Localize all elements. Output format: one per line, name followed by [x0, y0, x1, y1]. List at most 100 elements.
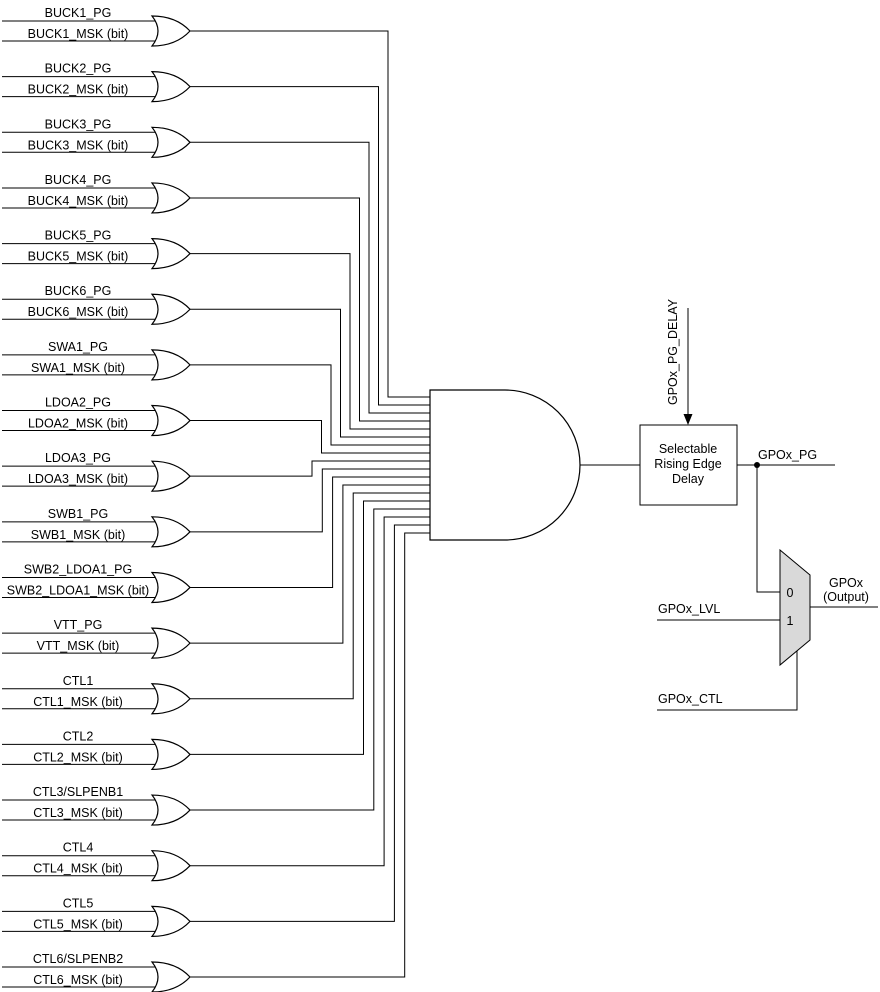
- routing-wire: [190, 460, 430, 477]
- input-label-top: BUCK6_PG: [45, 284, 112, 298]
- or-gate-group: VTT_PG VTT_MSK (bit): [2, 484, 430, 659]
- delay-box-label-line1: Selectable: [659, 442, 717, 456]
- or-gate: [150, 794, 191, 826]
- delay-box-label-line3: Delay: [672, 472, 705, 486]
- routing-wire: [190, 532, 430, 978]
- input-label-top: CTL5: [63, 896, 94, 910]
- input-label-bottom: CTL2_MSK (bit): [33, 750, 123, 764]
- input-label-top: LDOA3_PG: [45, 451, 111, 465]
- or-gate: [150, 404, 191, 437]
- input-label-top: BUCK4_PG: [45, 173, 112, 187]
- input-label-bottom: BUCK3_MSK (bit): [28, 138, 129, 152]
- routing-wire: [190, 500, 430, 755]
- input-label-bottom: BUCK2_MSK (bit): [28, 83, 129, 97]
- input-label-bottom: BUCK5_MSK (bit): [28, 250, 129, 264]
- or-gate: [150, 460, 191, 492]
- gpox-lvl-label: GPOx_LVL: [658, 602, 720, 616]
- input-label-bottom: BUCK6_MSK (bit): [28, 305, 129, 319]
- input-label-top: BUCK5_PG: [45, 229, 112, 243]
- input-label-bottom: CTL4_MSK (bit): [33, 862, 123, 876]
- routing-wire: [190, 492, 430, 700]
- input-label-bottom: BUCK1_MSK (bit): [28, 27, 129, 41]
- routing-wire: [190, 516, 430, 867]
- input-label-bottom: CTL5_MSK (bit): [33, 917, 123, 931]
- input-label-top: CTL3/SLPENB1: [33, 785, 123, 799]
- delay-arrowhead-icon: [683, 414, 693, 425]
- or-gate: [150, 15, 191, 47]
- pg-to-mux-wire: [756, 465, 780, 593]
- gpox-ctl-label: GPOx_CTL: [658, 692, 723, 706]
- or-gate: [150, 516, 191, 548]
- routing-wire: [190, 476, 430, 588]
- or-gate-group: BUCK3_PG BUCK3_MSK (bit): [2, 117, 430, 414]
- routing-wire: [190, 141, 430, 414]
- or-gate-group: BUCK2_PG BUCK2_MSK (bit): [2, 62, 430, 406]
- input-label-top: BUCK1_PG: [45, 6, 112, 20]
- or-gate: [150, 293, 191, 325]
- input-label-bottom: BUCK4_MSK (bit): [28, 194, 129, 208]
- routing-wire: [190, 508, 430, 811]
- input-label-top: CTL4: [63, 841, 94, 855]
- input-label-top: LDOA2_PG: [45, 396, 111, 410]
- routing-wire: [190, 420, 430, 454]
- input-label-top: CTL6/SLPENB2: [33, 952, 123, 966]
- or-gate-group: BUCK1_PG BUCK1_MSK (bit): [2, 6, 430, 398]
- routing-wire: [190, 197, 430, 422]
- input-label-bottom: SWB1_MSK (bit): [31, 528, 125, 542]
- routing-wire: [190, 524, 430, 922]
- or-gate: [150, 571, 191, 604]
- input-label-top: CTL1: [63, 674, 94, 688]
- mux-input0-label: 0: [787, 586, 794, 600]
- or-gates-layer: BUCK1_PG BUCK1_MSK (bit) BUCK2_PG BUCK2_MSK…: [2, 6, 430, 992]
- input-label-top: SWA1_PG: [48, 340, 108, 354]
- input-label-top: VTT_PG: [54, 618, 103, 632]
- routing-wire: [190, 253, 430, 430]
- or-gate: [150, 961, 191, 992]
- input-label-top: BUCK3_PG: [45, 117, 112, 131]
- routing-wire: [190, 86, 430, 406]
- routing-wire: [190, 468, 430, 533]
- gpox-output-label-line1: GPOx: [829, 576, 864, 590]
- or-gate: [150, 237, 191, 270]
- and-gate: [429, 389, 581, 541]
- routing-wire: [190, 364, 430, 446]
- or-gate: [150, 683, 191, 715]
- or-gate-group: BUCK6_PG BUCK6_MSK (bit): [2, 284, 430, 438]
- input-label-top: SWB2_LDOA1_PG: [24, 562, 132, 576]
- input-label-top: SWB1_PG: [48, 507, 108, 521]
- routing-wire: [190, 30, 430, 398]
- routing-wire: [190, 308, 430, 438]
- input-label-bottom: CTL3_MSK (bit): [33, 806, 123, 820]
- or-gate-group: BUCK5_PG BUCK5_MSK (bit): [2, 229, 430, 430]
- or-gate: [150, 850, 191, 882]
- gpox-output-label-line2: (Output): [823, 590, 869, 604]
- input-label-top: CTL2: [63, 729, 94, 743]
- or-gate: [150, 905, 191, 937]
- or-gate-group: LDOA2_PG LDOA2_MSK (bit): [2, 396, 430, 454]
- input-label-bottom: SWA1_MSK (bit): [31, 361, 125, 375]
- input-label-bottom: VTT_MSK (bit): [37, 639, 120, 653]
- gpox-ctl-wire: [657, 651, 798, 711]
- or-gate: [150, 627, 191, 659]
- delay-box: [639, 424, 738, 506]
- or-gate: [150, 738, 191, 771]
- delay-box-label-line2: Rising Edge: [654, 457, 721, 471]
- output-mux: [779, 548, 811, 667]
- or-gate: [150, 349, 191, 381]
- or-gate: [150, 126, 191, 158]
- input-label-top: BUCK2_PG: [45, 62, 112, 76]
- input-label-bottom: LDOA2_MSK (bit): [28, 417, 128, 431]
- or-gate-group: BUCK4_PG BUCK4_MSK (bit): [2, 173, 430, 422]
- or-gate: [150, 182, 191, 214]
- or-gate: [150, 71, 191, 103]
- input-label-bottom: LDOA3_MSK (bit): [28, 472, 128, 486]
- gpox-pg-label: GPOx_PG: [758, 448, 817, 462]
